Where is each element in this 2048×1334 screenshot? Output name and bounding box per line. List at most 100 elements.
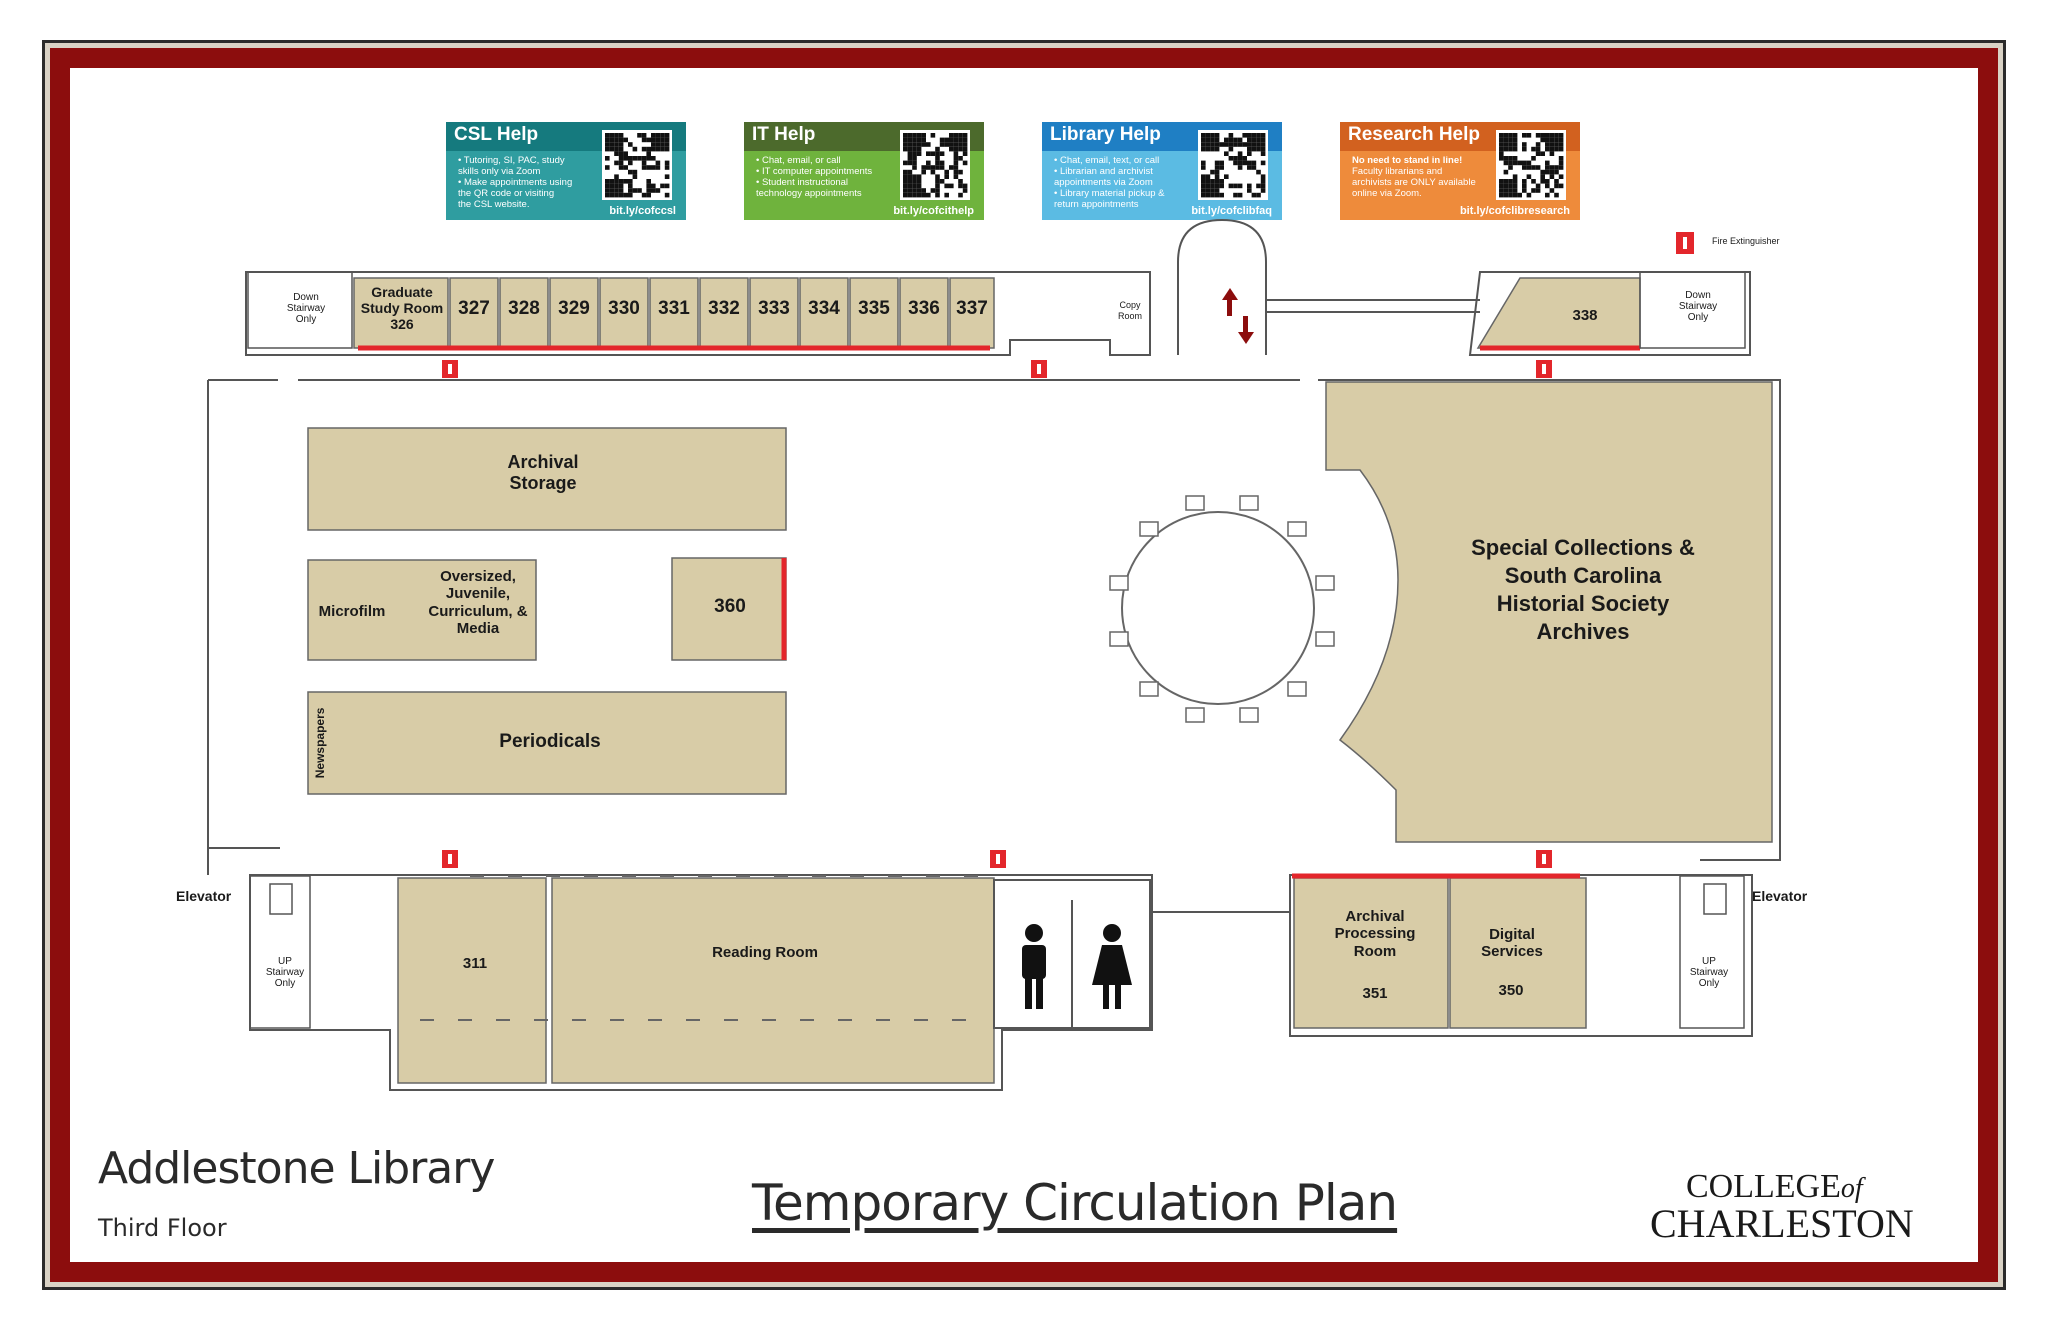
research-line: Faculty librarians and [1352, 166, 1443, 177]
qr-module [1512, 179, 1518, 184]
qr-module [1499, 192, 1504, 198]
room-336-label: 336 [908, 298, 940, 319]
qr-module [1508, 165, 1513, 170]
periodicals-label: Periodicals [499, 731, 601, 752]
csl-help-link[interactable]: bit.ly/cofccsl [609, 205, 676, 217]
qr-module [939, 179, 945, 184]
qr-module [618, 179, 624, 184]
qr-module [916, 179, 922, 184]
qr-module [1503, 160, 1509, 166]
qr-module [903, 137, 908, 143]
qr-module [651, 156, 656, 161]
qr-module [1224, 137, 1229, 143]
qr-module [1508, 156, 1513, 161]
qr-module [664, 174, 670, 179]
research-help-card[interactable]: Research Help No need to stand in line! … [1340, 122, 1580, 220]
qr-module [1256, 146, 1261, 152]
logo-college-text: COLLEGE [1686, 1168, 1841, 1205]
it-help-link[interactable]: bit.ly/cofcithelp [893, 205, 974, 217]
room-333-label: 333 [758, 298, 790, 319]
down-stairway-right-label: Down Stairway Only [1678, 290, 1718, 323]
archival-storage-room [307, 427, 787, 531]
grad-study-label: Graduate Study Room 326 [352, 284, 452, 332]
it-help-card[interactable]: IT Help • Chat, email, or call • IT comp… [744, 122, 984, 220]
qr-module [1517, 160, 1522, 166]
qr-module [1540, 179, 1545, 184]
qr-module [1531, 156, 1536, 161]
qr-module [1242, 133, 1247, 138]
down-stairway-left-label: Down Stairway Only [286, 292, 326, 325]
qr-module [935, 160, 940, 166]
library-help-link[interactable]: bit.ly/cofclibfaq [1191, 205, 1272, 217]
qr-code-icon[interactable] [602, 130, 672, 200]
stair-right-bottom [1679, 875, 1745, 1029]
qr-module [1545, 133, 1550, 138]
qr-module [916, 151, 922, 156]
room-332-label: 332 [708, 298, 740, 319]
qr-module [1522, 179, 1527, 184]
qr-module [1554, 137, 1559, 143]
qr-module [1508, 133, 1513, 138]
qr-module [1512, 192, 1518, 198]
qr-module [1503, 183, 1509, 189]
qr-module [907, 160, 913, 166]
qr-module [632, 169, 638, 175]
qr-module [949, 142, 954, 147]
research-line: No need to stand in line! [1352, 155, 1463, 166]
qr-module [1549, 151, 1555, 156]
mens-restroom-icon [1025, 924, 1043, 942]
qr-module [1554, 183, 1559, 189]
qr-module [907, 142, 913, 147]
qr-module [609, 137, 615, 143]
copy-room-label: Copy Room [1117, 300, 1142, 321]
qr-module [618, 133, 624, 138]
oversized-label: Oversized, Juvenile, Curriculum, & Media [428, 568, 528, 637]
qr-module [1512, 183, 1518, 189]
qr-module [1210, 142, 1215, 147]
qr-module [1233, 160, 1238, 166]
qr-module [1554, 142, 1559, 147]
qr-module [618, 146, 624, 152]
qr-module [1545, 179, 1550, 184]
qr-module [1531, 165, 1536, 170]
qr-module [1499, 142, 1504, 147]
qr-module [903, 188, 908, 193]
qr-module [1549, 188, 1555, 193]
newspapers-label: Newspapers [313, 707, 328, 779]
qr-module [1237, 160, 1243, 166]
qr-module [916, 192, 922, 198]
qr-module [1219, 160, 1224, 166]
college-logo: COLLEGEof CHARLESTON [1650, 1168, 1930, 1246]
csl-help-body: • Tutoring, SI, PAC, study skills only v… [446, 151, 596, 210]
qr-module [1251, 160, 1257, 166]
qr-module [618, 160, 624, 166]
qr-module [1205, 188, 1211, 193]
qr-module [903, 192, 908, 198]
it-line: technology appointments [756, 188, 862, 199]
qr-module [944, 142, 949, 147]
qr-module [1535, 133, 1541, 138]
qr-module [949, 183, 954, 189]
library-help-card[interactable]: Library Help • Chat, email, text, or cal… [1042, 122, 1282, 220]
qr-module [949, 133, 954, 138]
qr-module [1545, 137, 1550, 143]
qr-module [664, 137, 670, 143]
qr-module [632, 188, 638, 193]
qr-module [930, 169, 936, 175]
grad-study-line: Graduate [371, 284, 433, 300]
qr-module [1526, 192, 1532, 198]
qr-code-icon[interactable] [1198, 130, 1268, 200]
qr-module [1522, 188, 1527, 193]
qr-module [651, 142, 656, 147]
qr-code-icon[interactable] [1496, 130, 1566, 200]
logo-line2: CHARLESTON [1650, 1201, 1914, 1246]
qr-module [1499, 146, 1504, 152]
research-help-link[interactable]: bit.ly/cofclibresearch [1459, 205, 1570, 217]
qr-module [1535, 151, 1541, 156]
csl-help-card[interactable]: CSL Help • Tutoring, SI, PAC, study skil… [446, 122, 686, 220]
qr-code-icon[interactable] [900, 130, 970, 200]
qr-module [907, 151, 913, 156]
qr-module [1522, 183, 1527, 189]
top-wing-outline [245, 271, 1151, 356]
room-331-label: 331 [658, 298, 690, 319]
